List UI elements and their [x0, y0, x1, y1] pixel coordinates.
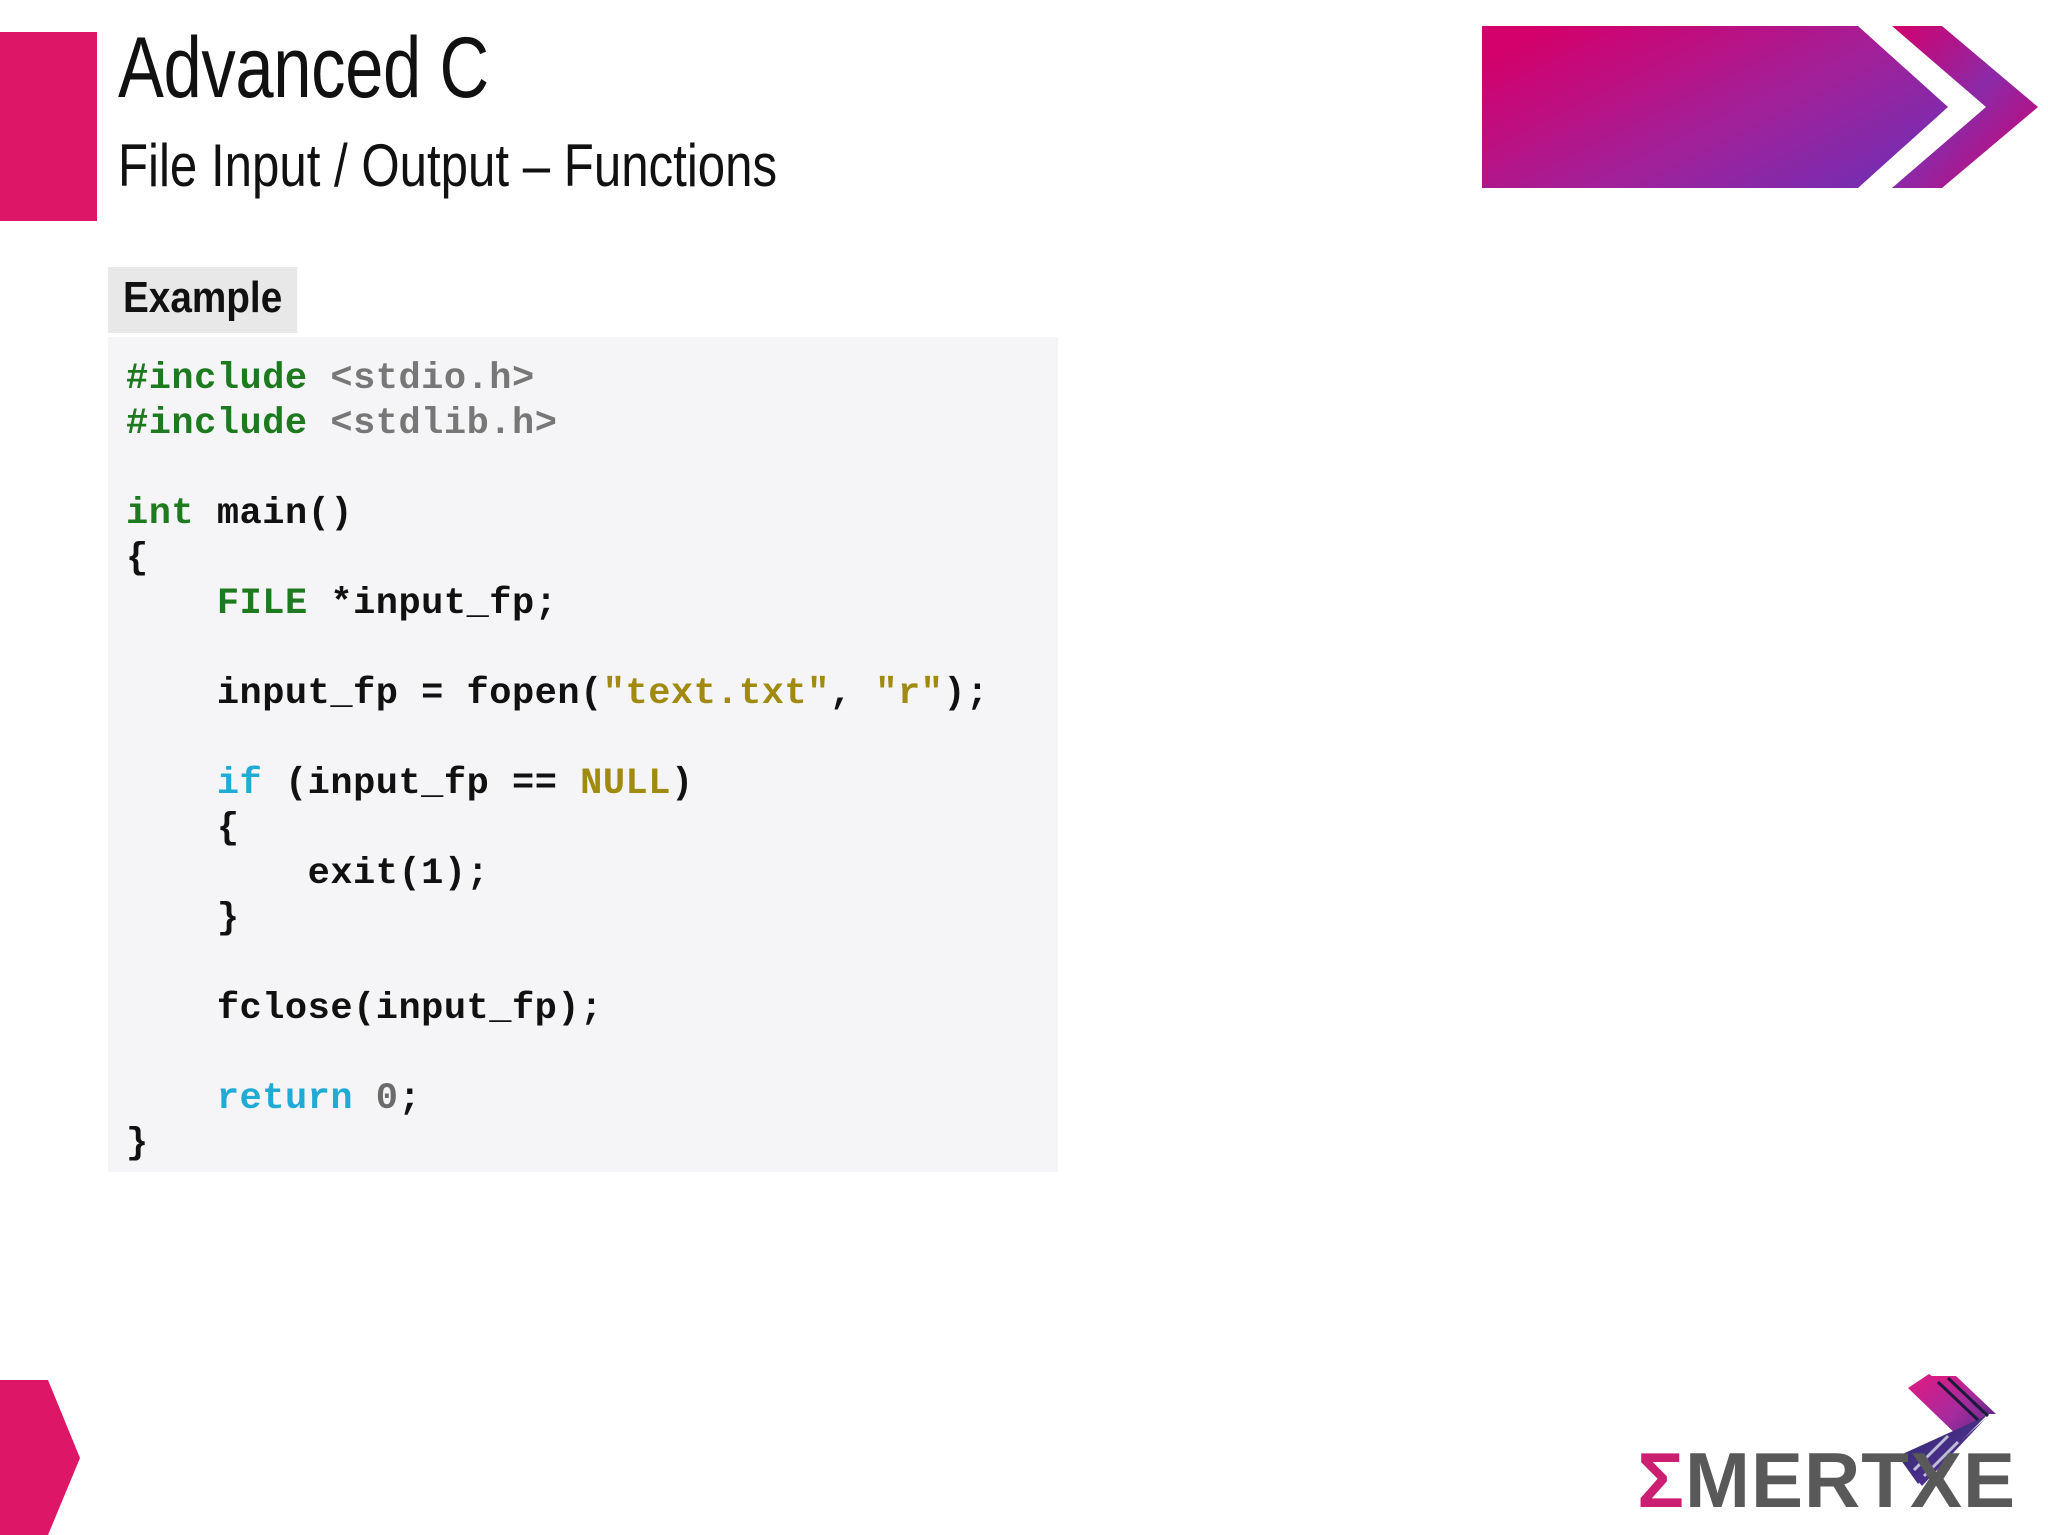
code-token — [126, 763, 217, 805]
code-token — [126, 1078, 217, 1120]
code-token: ); — [943, 673, 989, 715]
header-chevron-arrow-icon — [1482, 26, 2038, 188]
code-token: "text.txt" — [602, 673, 830, 715]
page-title: Advanced C — [118, 20, 489, 116]
code-example-block: #include <stdio.h> #include <stdlib.h> i… — [108, 337, 1058, 1172]
code-token: fclose(input_fp); — [126, 988, 603, 1030]
brand-sigma-glyph: Σ — [1637, 1436, 1685, 1524]
brand-wordmark: ΣMERTXE — [1637, 1439, 2016, 1521]
code-token: *input_fp; — [307, 583, 558, 625]
code-token — [308, 403, 331, 445]
code-token: FILE — [216, 583, 308, 625]
code-token: { — [126, 808, 240, 850]
code-token: <stdlib.h> — [330, 403, 558, 445]
code-token: int — [126, 493, 195, 535]
code-token: (input_fp == — [262, 763, 581, 805]
example-label: Example — [108, 267, 298, 333]
footer-pennant-shape — [0, 1380, 80, 1535]
code-token — [126, 583, 217, 625]
title-accent-bar — [0, 32, 97, 221]
code-listing: #include <stdio.h> #include <stdlib.h> i… — [126, 357, 1058, 1167]
code-token: #include — [126, 358, 308, 400]
code-token: , — [829, 673, 876, 715]
code-token: main() — [194, 493, 354, 535]
brand-name: MERTXE — [1684, 1436, 2016, 1524]
code-token: 0 — [375, 1078, 399, 1120]
code-token — [308, 358, 331, 400]
code-token: if — [216, 763, 263, 805]
code-token: "r" — [875, 673, 944, 715]
code-token: exit(1); — [126, 853, 490, 895]
code-token: NULL — [580, 763, 671, 805]
code-token: <stdio.h> — [330, 358, 535, 400]
page-subtitle: File Input / Output – Functions — [118, 132, 778, 199]
code-token: #include — [126, 403, 308, 445]
code-token: { — [126, 538, 149, 580]
code-token: return — [216, 1078, 354, 1120]
code-token: input_fp = fopen( — [126, 673, 603, 715]
code-token: ; — [398, 1078, 422, 1120]
title-block: Advanced C File Input / Output – Functio… — [118, 20, 1118, 202]
code-token: } — [126, 898, 240, 940]
emertxe-logo-chevron-icon — [1898, 1374, 1996, 1486]
code-token — [353, 1078, 376, 1120]
code-token: ) — [670, 763, 694, 805]
code-token: } — [126, 1123, 149, 1165]
